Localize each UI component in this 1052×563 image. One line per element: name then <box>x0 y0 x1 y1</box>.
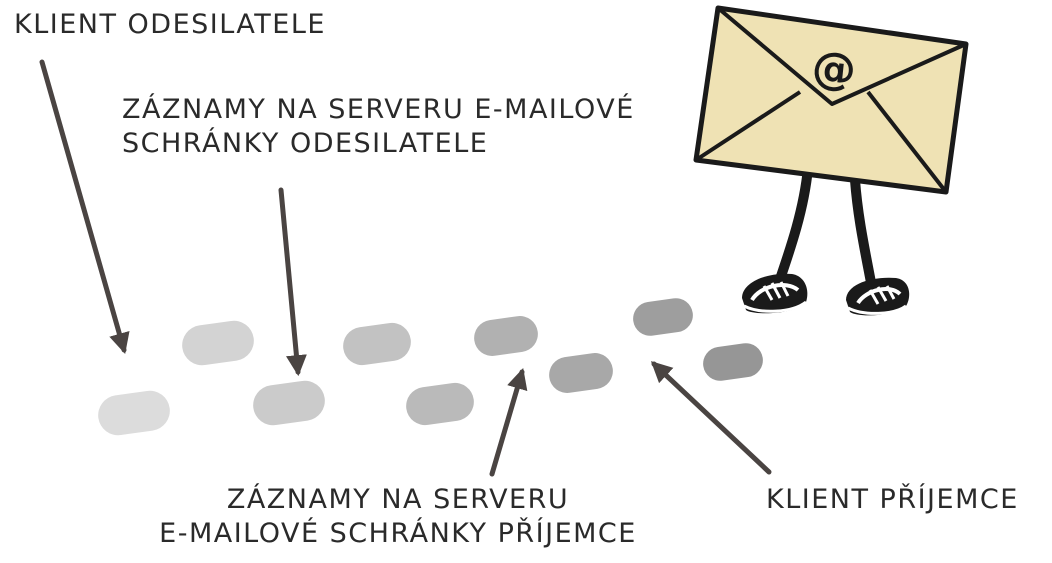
left-leg <box>773 163 813 290</box>
arrow-recipient-client <box>650 361 772 475</box>
arrow-sender-client <box>39 59 130 355</box>
label-recipient-server-line1: Záznamy na serveru <box>226 484 570 515</box>
label-sender-server-line2: schránky odesilatele <box>122 127 489 159</box>
arrow-recipient-server <box>489 367 528 477</box>
footprint-8 <box>633 298 693 336</box>
label-sender-server-line1: Záznamy na serveru e-mailové <box>122 94 635 125</box>
envelope-fold-left <box>694 90 802 162</box>
label-recipient-client: Klient příjemce <box>766 484 1019 515</box>
at-icon: @ <box>810 41 859 96</box>
footprint-trail <box>98 298 763 436</box>
arrows <box>39 59 772 477</box>
label-recipient-server-line2: e-mailové schránky příjemce <box>159 517 637 549</box>
envelope-flap <box>716 6 967 106</box>
footprint-2 <box>182 320 254 366</box>
footprint-1 <box>98 390 170 436</box>
footprint-7 <box>549 353 613 393</box>
label-sender-server: Záznamy na serveru e-mailové schránky od… <box>122 93 635 161</box>
label-recipient-server: Záznamy na serveru e-mailové schránky př… <box>118 483 678 551</box>
left-shoe <box>742 273 808 314</box>
footprint-9 <box>703 343 763 381</box>
footprint-3 <box>253 380 325 426</box>
footprint-4 <box>343 322 411 366</box>
footprint-5 <box>406 382 474 426</box>
right-shoe <box>846 277 910 316</box>
right-leg <box>850 175 877 293</box>
label-sender-client: Klient odesilatele <box>14 9 326 40</box>
envelope-fold-right <box>866 90 948 194</box>
arrow-sender-server <box>278 187 307 377</box>
envelope-character: @ <box>693 5 969 316</box>
footprint-6 <box>474 316 538 356</box>
